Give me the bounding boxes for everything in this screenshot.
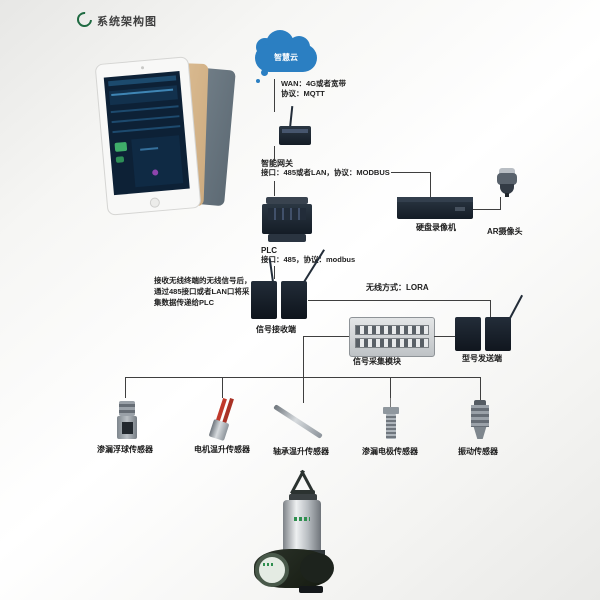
- plc-slots: [268, 208, 306, 220]
- screen-line-2: [110, 105, 179, 114]
- page-title: 系统架构图: [97, 16, 157, 28]
- receiver-box-right: [281, 281, 307, 319]
- signal-collector-device: [349, 317, 435, 357]
- pump-flange-logo: [263, 563, 275, 566]
- cloud-bubble-1: [261, 69, 268, 76]
- gateway-device: [279, 126, 311, 145]
- gateway-name: 智能网关: [261, 159, 293, 168]
- plc-spec: 接口：485，协议：modbus: [261, 255, 356, 264]
- screen-line-4: [112, 125, 181, 134]
- sensor-bus-line: [125, 377, 480, 378]
- line-collector-left: [303, 336, 349, 337]
- drop-sensor-4: [390, 377, 391, 398]
- vibration-body: [471, 405, 489, 427]
- transmitter-box-left: [455, 317, 481, 351]
- dvr-drive-slot: [455, 207, 465, 211]
- crimp-terminal: [208, 418, 230, 442]
- transmitter-box-right: [485, 317, 511, 351]
- camera-dome: [500, 184, 514, 194]
- receiver-note-line-2: 通过485接口或者LAN口将采: [154, 287, 250, 296]
- gateway-antenna-icon: [289, 106, 294, 129]
- line-dvr-camera: [473, 209, 501, 210]
- line-gateway-label: [274, 146, 275, 161]
- screen-map-panel: [131, 135, 184, 188]
- electrode-threaded-body: [386, 414, 396, 439]
- screen-green-widget-2: [115, 156, 125, 163]
- screen-line-3: [111, 115, 180, 124]
- receiver-label: 信号接收端: [256, 325, 296, 334]
- plc-name: PLC: [261, 246, 277, 255]
- gateway-spec: 接口：485或者LAN，协议：MODBUS: [261, 168, 390, 177]
- dvr-label: 硬盘录像机: [416, 223, 456, 232]
- plc-feet: [268, 234, 306, 242]
- collector-terminal-row-2: [355, 338, 429, 348]
- vibration-taper: [473, 427, 487, 439]
- wan-note: WAN：4G或者宽带: [281, 79, 347, 88]
- line-lora: [308, 300, 490, 301]
- bearing-temp-sensor-icon: [273, 404, 323, 439]
- electrode-hex-head: [383, 407, 399, 414]
- line-cloud-gateway: [274, 79, 275, 112]
- drop-sensor-1: [125, 377, 126, 398]
- float-sensor-top: [119, 401, 135, 416]
- line-down-to-dvr: [430, 172, 431, 197]
- pump-flange: [255, 553, 289, 587]
- screen-green-widget: [114, 141, 128, 152]
- cloud-base: [255, 44, 317, 72]
- line-collector-transmitter: [434, 336, 455, 337]
- pump-handle-base: [291, 490, 315, 495]
- collector-label: 信号采集模块: [353, 357, 401, 366]
- dvr-device: [397, 197, 473, 219]
- sensor-label-1: 渗漏浮球传感器: [97, 445, 153, 454]
- tablet-home-button: [149, 197, 161, 209]
- line-collector-to-bus: [303, 336, 304, 377]
- cloud-bubble-2: [256, 79, 260, 83]
- line-label-plc: [274, 181, 275, 196]
- drop-sensor-2: [222, 377, 223, 398]
- float-sensor-window: [122, 422, 133, 434]
- brand-ring-icon: [73, 8, 96, 31]
- pump-logo: [294, 517, 310, 521]
- camera-cap: [499, 168, 515, 174]
- line-modbus-right: [391, 172, 430, 173]
- mqtt-note: 协议：MQTT: [281, 89, 325, 98]
- collector-terminal-row-1: [355, 325, 429, 335]
- lora-label: 无线方式：LORA: [366, 283, 429, 292]
- transmitter-label: 型号发送端: [462, 354, 502, 363]
- sensor-label-2: 电机温升传感器: [194, 445, 250, 454]
- drop-sensor-5: [480, 377, 481, 400]
- plc-top-rail: [266, 197, 308, 204]
- line-camera-drop: [500, 197, 501, 209]
- sensor-label-5: 振动传感器: [458, 447, 498, 456]
- pump-neck: [289, 494, 317, 501]
- gateway-led-strip: [282, 129, 308, 133]
- line-lora-down: [490, 300, 491, 318]
- receiver-note-line-1: 接收无线终端的无线信号后，: [154, 276, 252, 285]
- pump-volute-lobe: [300, 553, 334, 583]
- tablet-dashboard-screen: [103, 71, 190, 196]
- drop-sensor-3: [303, 377, 304, 403]
- cloud-label: 智慧云: [274, 53, 298, 62]
- screen-topbar: [108, 75, 177, 87]
- tablet-front: [94, 56, 202, 216]
- receiver-box-left: [251, 281, 277, 319]
- sensor-label-4: 渗漏电极传感器: [362, 447, 418, 456]
- electrode-wire: [390, 398, 391, 407]
- line-plc-receiver: [274, 266, 275, 279]
- tablet-camera-dot: [140, 66, 145, 70]
- pump-cylinder: [283, 500, 321, 552]
- pump-base: [299, 586, 323, 593]
- dvr-top-face: [397, 197, 473, 202]
- camera-body: [497, 173, 517, 185]
- vibration-cap: [474, 400, 486, 405]
- sensor-label-3: 轴承温升传感器: [273, 447, 329, 456]
- camera-tip: [505, 193, 509, 197]
- camera-label: AR摄像头: [487, 227, 523, 236]
- receiver-note-line-3: 集数据传递给PLC: [154, 298, 214, 307]
